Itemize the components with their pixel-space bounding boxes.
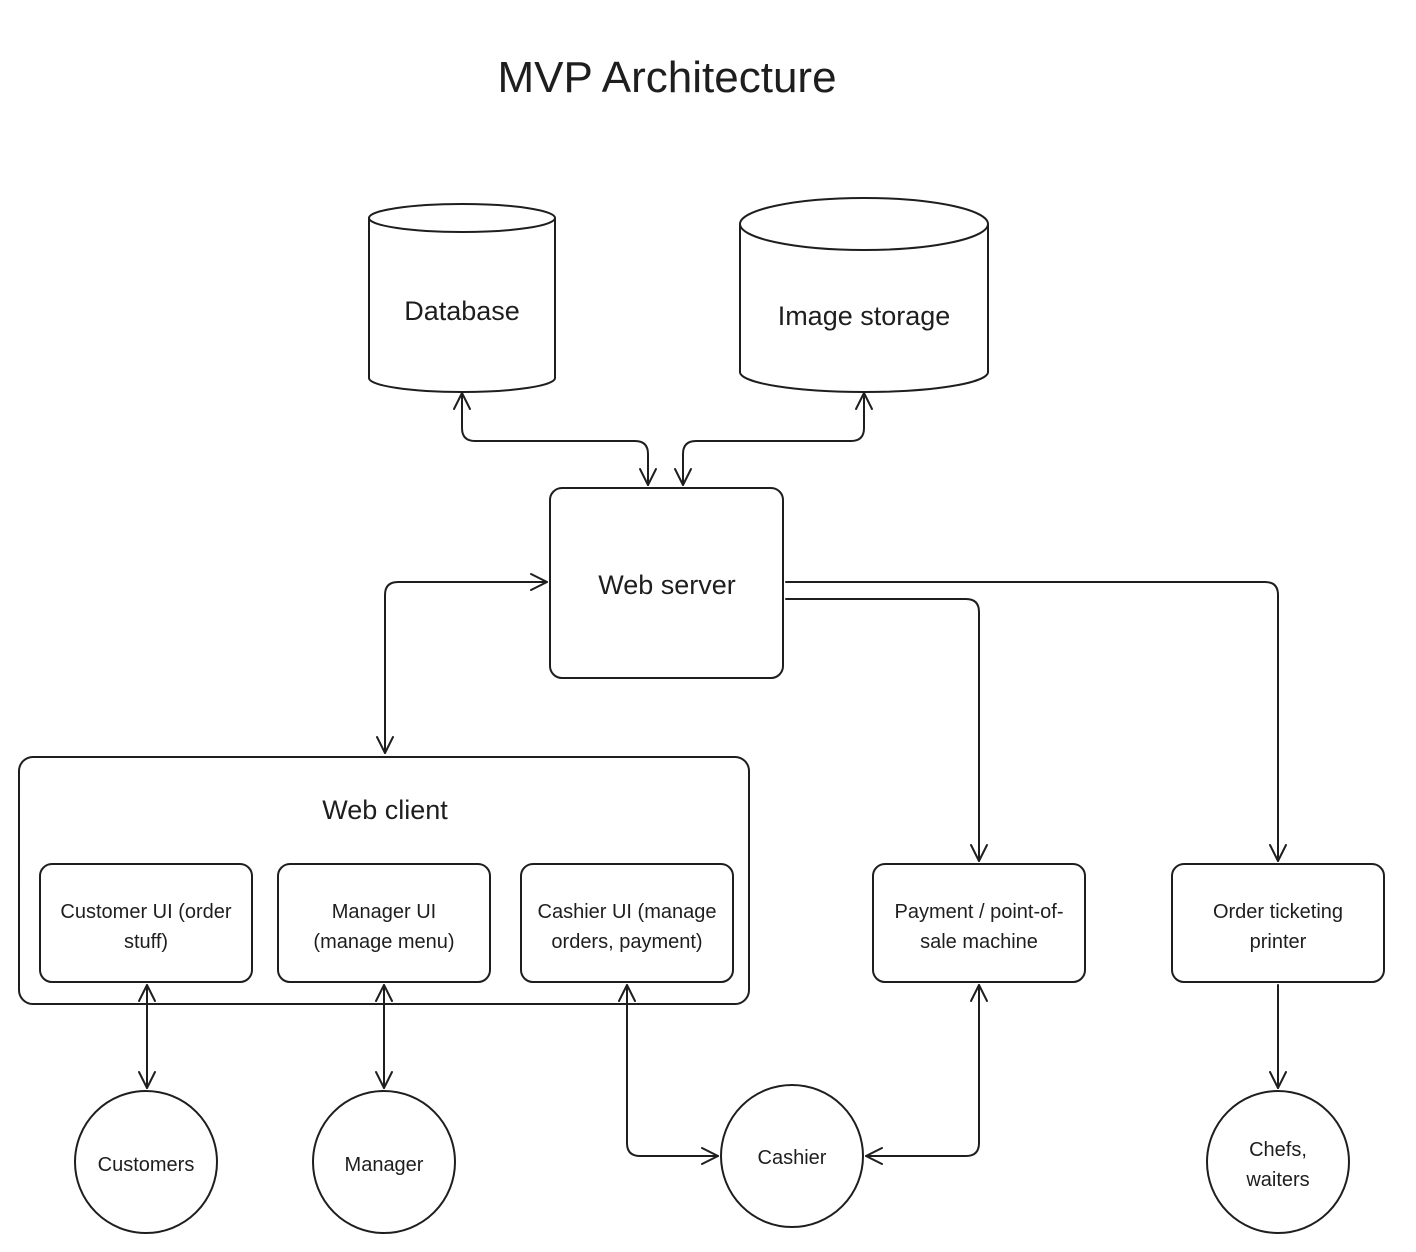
webserver-payment-arrow <box>785 598 988 862</box>
chefs-label-line1: Chefs, <box>1249 1139 1307 1161</box>
customers-label: Customers <box>98 1154 195 1176</box>
manager-ui-label-line2: (manage menu) <box>313 931 454 953</box>
customer-ui-label-line2: stuff) <box>124 931 168 953</box>
image-storage-node[interactable]: Image storage <box>739 197 989 393</box>
cashier-ui-label-line1: Cashier UI (manage <box>538 901 717 923</box>
web-server-label: Web server <box>598 570 736 600</box>
manager-ui-label-line1: Manager UI <box>332 901 437 923</box>
image-storage-label: Image storage <box>778 301 951 331</box>
cashier-actor[interactable]: Cashier <box>720 1084 864 1228</box>
manager-label: Manager <box>345 1154 424 1176</box>
database-webserver-arrow <box>453 392 657 486</box>
database-node[interactable]: Database <box>368 203 556 393</box>
imagestorage-webserver-arrow <box>674 392 873 486</box>
cashierui-cashier-arrow <box>618 984 719 1165</box>
customer-ui-node[interactable]: Customer UI (order stuff) <box>39 863 253 983</box>
webserver-webclient-arrow <box>376 573 548 754</box>
database-label: Database <box>404 296 520 326</box>
payment-machine-node[interactable]: Payment / point-of- sale machine <box>872 863 1086 983</box>
chefs-label-line2: waiters <box>1245 1169 1309 1191</box>
customer-ui-label-line1: Customer UI (order <box>60 901 231 923</box>
web-client-label: Web client <box>322 795 448 825</box>
printer-label-line1: Order ticketing <box>1213 901 1343 923</box>
manager-actor[interactable]: Manager <box>312 1090 456 1234</box>
payment-cashier-arrow <box>865 984 988 1165</box>
printer-label-line2: printer <box>1250 931 1307 953</box>
payment-label-line2: sale machine <box>920 931 1038 953</box>
payment-label-line1: Payment / point-of- <box>895 901 1064 923</box>
manager-ui-node[interactable]: Manager UI (manage menu) <box>277 863 491 983</box>
webserver-printer-arrow <box>785 581 1287 862</box>
web-server-node[interactable]: Web server <box>549 487 784 679</box>
customers-actor[interactable]: Customers <box>74 1090 218 1234</box>
cashier-ui-label-line2: orders, payment) <box>551 931 702 953</box>
diagram-title: MVP Architecture <box>497 53 836 102</box>
cashier-ui-node[interactable]: Cashier UI (manage orders, payment) <box>520 863 734 983</box>
order-printer-node[interactable]: Order ticketing printer <box>1171 863 1385 983</box>
chefs-waiters-actor[interactable]: Chefs, waiters <box>1206 1090 1350 1234</box>
cashier-label: Cashier <box>758 1147 827 1169</box>
